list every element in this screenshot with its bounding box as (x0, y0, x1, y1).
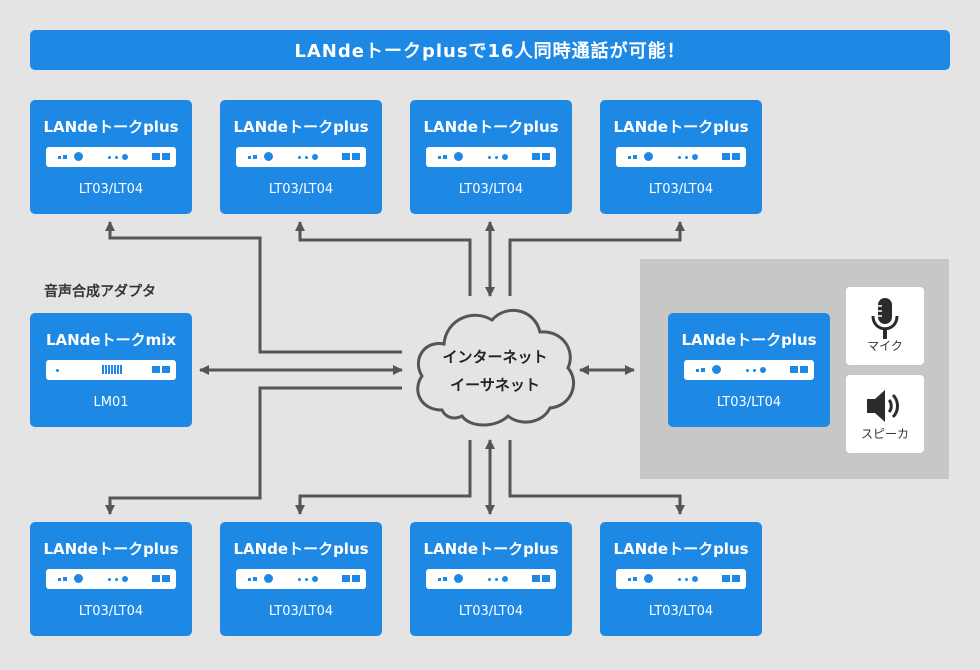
speaker-label: スピーカ (860, 427, 909, 441)
unit-bottom-3: LANdeトークplus LT03/LT04 (410, 522, 572, 636)
unit-bottom-2: LANdeトークplus LT03/LT04 (220, 522, 382, 636)
unit-top-2: LANdeトークplus LT03/LT04 (220, 100, 382, 214)
unit-name: LANdeトークplus (613, 540, 749, 558)
wire-top-1 (105, 221, 402, 354)
unit-bottom-1: LANdeトークplus LT03/LT04 (30, 522, 192, 636)
unit-top-4: LANdeトークplus LT03/LT04 (600, 100, 762, 214)
unit-name: LANdeトークplus (613, 118, 749, 136)
unit-name: LANdeトークplus (423, 118, 559, 136)
device-icon (236, 569, 366, 589)
unit-name: LANdeトークplus (423, 540, 559, 558)
device-icon (616, 147, 746, 167)
wire-top-2 (295, 221, 472, 296)
wire-bottom-2 (295, 440, 472, 515)
cloud-line-2: イーサネット (450, 376, 540, 394)
device-icon (426, 147, 556, 167)
mic-box: マイク (846, 287, 924, 365)
mix-caption: 音声合成アダプタ (44, 284, 156, 300)
unit-side: LANdeトークplus LT03/LT04 (668, 313, 830, 427)
unit-name: LANdeトークplus (233, 540, 369, 558)
unit-name: LANdeトークplus (43, 118, 179, 136)
wire-top-4 (508, 221, 685, 296)
unit-top-3: LANdeトークplus LT03/LT04 (410, 100, 572, 214)
wire-bottom-1 (105, 386, 402, 515)
mic-label: マイク (867, 339, 903, 353)
unit-model: LT03/LT04 (268, 182, 334, 197)
unit-model: LT03/LT04 (648, 182, 714, 197)
device-icon (46, 147, 176, 167)
unit-bottom-4: LANdeトークplus LT03/LT04 (600, 522, 762, 636)
device-icon (426, 569, 556, 589)
network-cloud: インターネット イーサネット (410, 298, 580, 434)
speaker-box: スピーカ (846, 375, 924, 453)
unit-name: LANdeトークmix (45, 331, 177, 349)
unit-name: LANdeトークplus (43, 540, 179, 558)
unit-model: LT03/LT04 (458, 604, 524, 619)
mix-device-icon (46, 360, 176, 380)
unit-name: LANdeトークplus (681, 331, 817, 349)
unit-model: LT03/LT04 (78, 604, 144, 619)
speaker-icon (867, 390, 899, 422)
unit-model: LT03/LT04 (458, 182, 524, 197)
title-banner: LANdeトークplusで16人同時通話が可能！ (30, 30, 950, 70)
title-text: LANdeトークplusで16人同時通話が可能！ (294, 41, 686, 62)
device-icon (46, 569, 176, 589)
device-icon (616, 569, 746, 589)
cloud-line-1: インターネット (442, 348, 548, 366)
cloud-icon (416, 309, 576, 427)
unit-model: LM01 (93, 395, 129, 410)
unit-name: LANdeトークplus (233, 118, 369, 136)
microphone-icon (871, 298, 899, 339)
unit-model: LT03/LT04 (78, 182, 144, 197)
unit-model: LT03/LT04 (648, 604, 714, 619)
device-icon (684, 360, 814, 380)
wire-bottom-4 (508, 440, 685, 515)
unit-model: LT03/LT04 (716, 395, 782, 410)
unit-top-1: LANdeトークplus LT03/LT04 (30, 100, 192, 214)
unit-model: LT03/LT04 (268, 604, 334, 619)
unit-mix: LANdeトークmix LM01 (30, 313, 192, 427)
device-icon (236, 147, 366, 167)
